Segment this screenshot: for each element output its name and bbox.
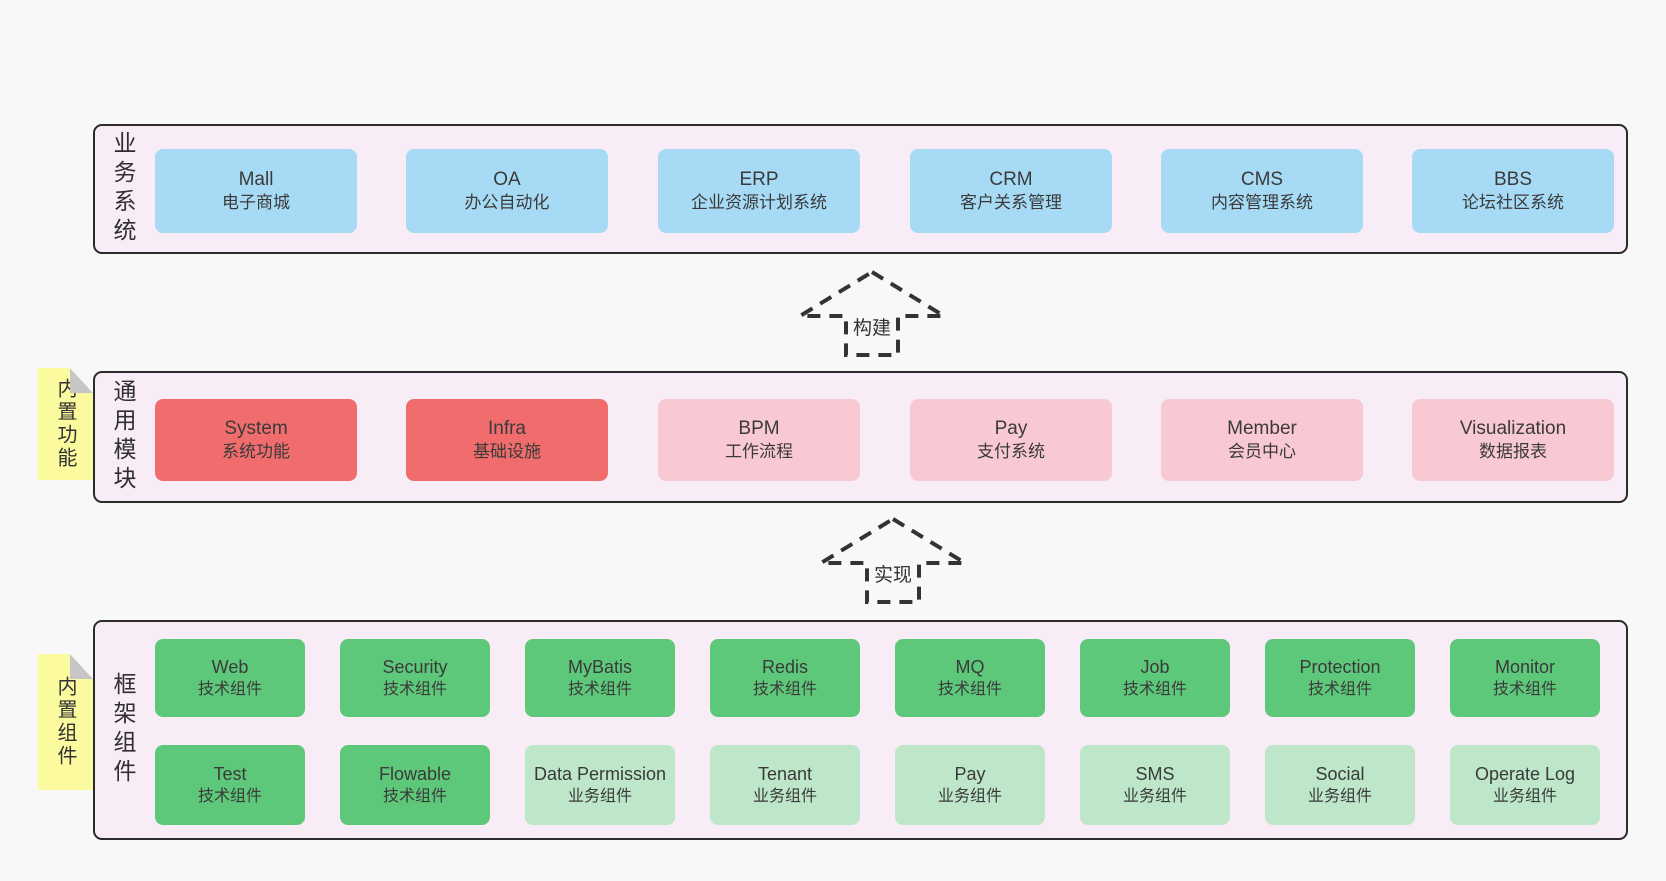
box-infra: Infra 基础设施 xyxy=(406,399,608,481)
box-bbs: BBS 论坛社区系统 xyxy=(1412,149,1614,233)
arrow-build: 构建 xyxy=(797,268,947,358)
box-job: Job 技术组件 xyxy=(1080,639,1230,717)
box-pay-component: Pay 业务组件 xyxy=(895,745,1045,825)
box-system: System 系统功能 xyxy=(155,399,357,481)
folded-corner-icon xyxy=(70,654,93,679)
box-flowable: Flowable 技术组件 xyxy=(340,745,490,825)
layer-framework-components: 框架组件 Web 技术组件 Security 技术组件 MyBatis 技术组件… xyxy=(93,620,1628,840)
box-security: Security 技术组件 xyxy=(340,639,490,717)
box-bpm: BPM 工作流程 xyxy=(658,399,860,481)
box-mybatis: MyBatis 技术组件 xyxy=(525,639,675,717)
box-erp: ERP 企业资源计划系统 xyxy=(658,149,860,233)
arrow-build-label: 构建 xyxy=(849,312,895,341)
box-pay-system: Pay 支付系统 xyxy=(910,399,1112,481)
layer-components-label: 框架组件 xyxy=(110,672,136,788)
box-data-permission: Data Permission 业务组件 xyxy=(525,745,675,825)
box-mq: MQ 技术组件 xyxy=(895,639,1045,717)
arrow-implement-shape xyxy=(818,516,968,604)
box-tenant: Tenant 业务组件 xyxy=(710,745,860,825)
layer-business-label: 业务系统 xyxy=(110,131,136,247)
box-oa: OA 办公自动化 xyxy=(406,149,608,233)
box-monitor: Monitor 技术组件 xyxy=(1450,639,1600,717)
box-social: Social 业务组件 xyxy=(1265,745,1415,825)
box-cms: CMS 内容管理系统 xyxy=(1161,149,1363,233)
sticky-note-built-in-features: 内置功能 xyxy=(38,368,93,480)
box-member: Member 会员中心 xyxy=(1161,399,1363,481)
layer-common-modules: 通用模块 System 系统功能 Infra 基础设施 BPM 工作流程 Pay… xyxy=(93,371,1628,503)
arrow-build-shape xyxy=(797,269,947,357)
box-mall: Mall 电子商城 xyxy=(155,149,357,233)
sticky-note-built-in-components: 内置组件 xyxy=(38,654,93,790)
layer-business-systems: 业务系统 Mall 电子商城 OA 办公自动化 ERP 企业资源计划系统 CRM… xyxy=(93,124,1628,254)
box-test: Test 技术组件 xyxy=(155,745,305,825)
box-web: Web 技术组件 xyxy=(155,639,305,717)
layer-modules-label: 通用模块 xyxy=(110,379,136,495)
box-protection: Protection 技术组件 xyxy=(1265,639,1415,717)
box-sms: SMS 业务组件 xyxy=(1080,745,1230,825)
box-operate-log: Operate Log 业务组件 xyxy=(1450,745,1600,825)
arrow-implement: 实现 xyxy=(818,515,968,605)
folded-corner-icon xyxy=(70,368,93,393)
arrow-implement-label: 实现 xyxy=(870,559,916,588)
box-redis: Redis 技术组件 xyxy=(710,639,860,717)
box-visualization: Visualization 数据报表 xyxy=(1412,399,1614,481)
box-crm: CRM 客户关系管理 xyxy=(910,149,1112,233)
